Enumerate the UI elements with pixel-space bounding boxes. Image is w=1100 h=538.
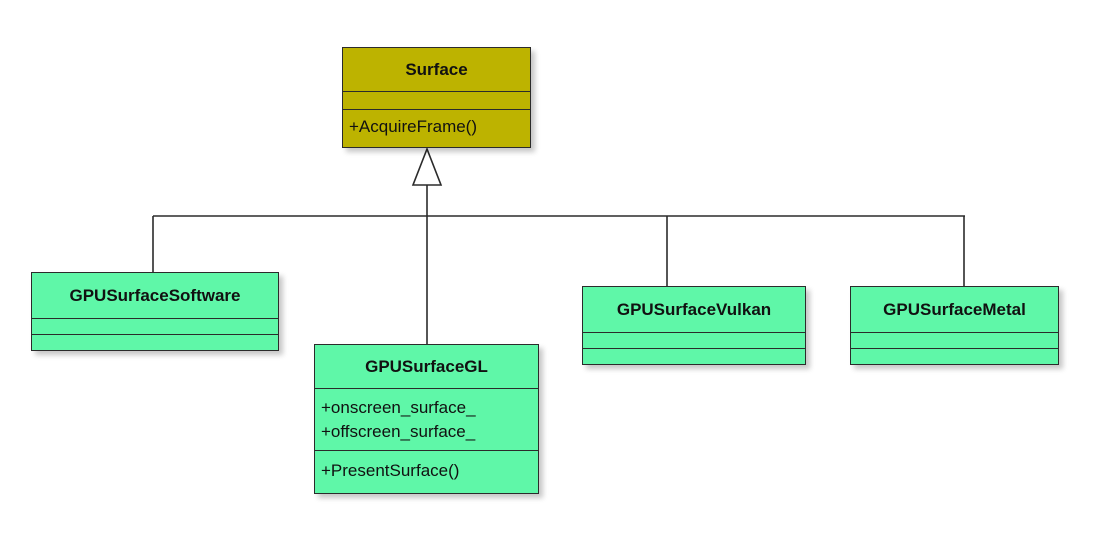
class-gpu-surface-metal: GPUSurfaceMetal (850, 286, 1059, 365)
class-attribute: +onscreen_surface_ (321, 398, 476, 417)
class-operations (32, 335, 278, 349)
class-operation: +AcquireFrame() (349, 117, 478, 136)
class-operation: +PresentSurface() (321, 461, 460, 480)
class-operations: +PresentSurface() (315, 451, 538, 492)
class-name: Surface (343, 48, 530, 92)
class-name: GPUSurfaceSoftware (32, 273, 278, 319)
class-attributes (851, 333, 1058, 349)
class-name: GPUSurfaceGL (315, 345, 538, 389)
class-gpu-surface-software: GPUSurfaceSoftware (31, 272, 279, 351)
class-attribute: +offscreen_surface_ (321, 422, 476, 441)
class-operations: +AcquireFrame() (343, 110, 530, 146)
class-attributes (343, 92, 530, 110)
class-attributes (583, 333, 805, 349)
class-attributes (32, 319, 278, 335)
class-gpu-surface-gl: GPUSurfaceGL +onscreen_surface_ +offscree… (314, 344, 539, 494)
inheritance-arrowhead (411, 146, 443, 186)
class-gpu-surface-vulkan: GPUSurfaceVulkan (582, 286, 806, 365)
class-operations (851, 349, 1058, 363)
class-name: GPUSurfaceMetal (851, 287, 1058, 333)
class-surface: Surface +AcquireFrame() (342, 47, 531, 148)
class-name: GPUSurfaceVulkan (583, 287, 805, 333)
class-operations (583, 349, 805, 363)
class-attributes: +onscreen_surface_ +offscreen_surface_ (315, 389, 538, 451)
